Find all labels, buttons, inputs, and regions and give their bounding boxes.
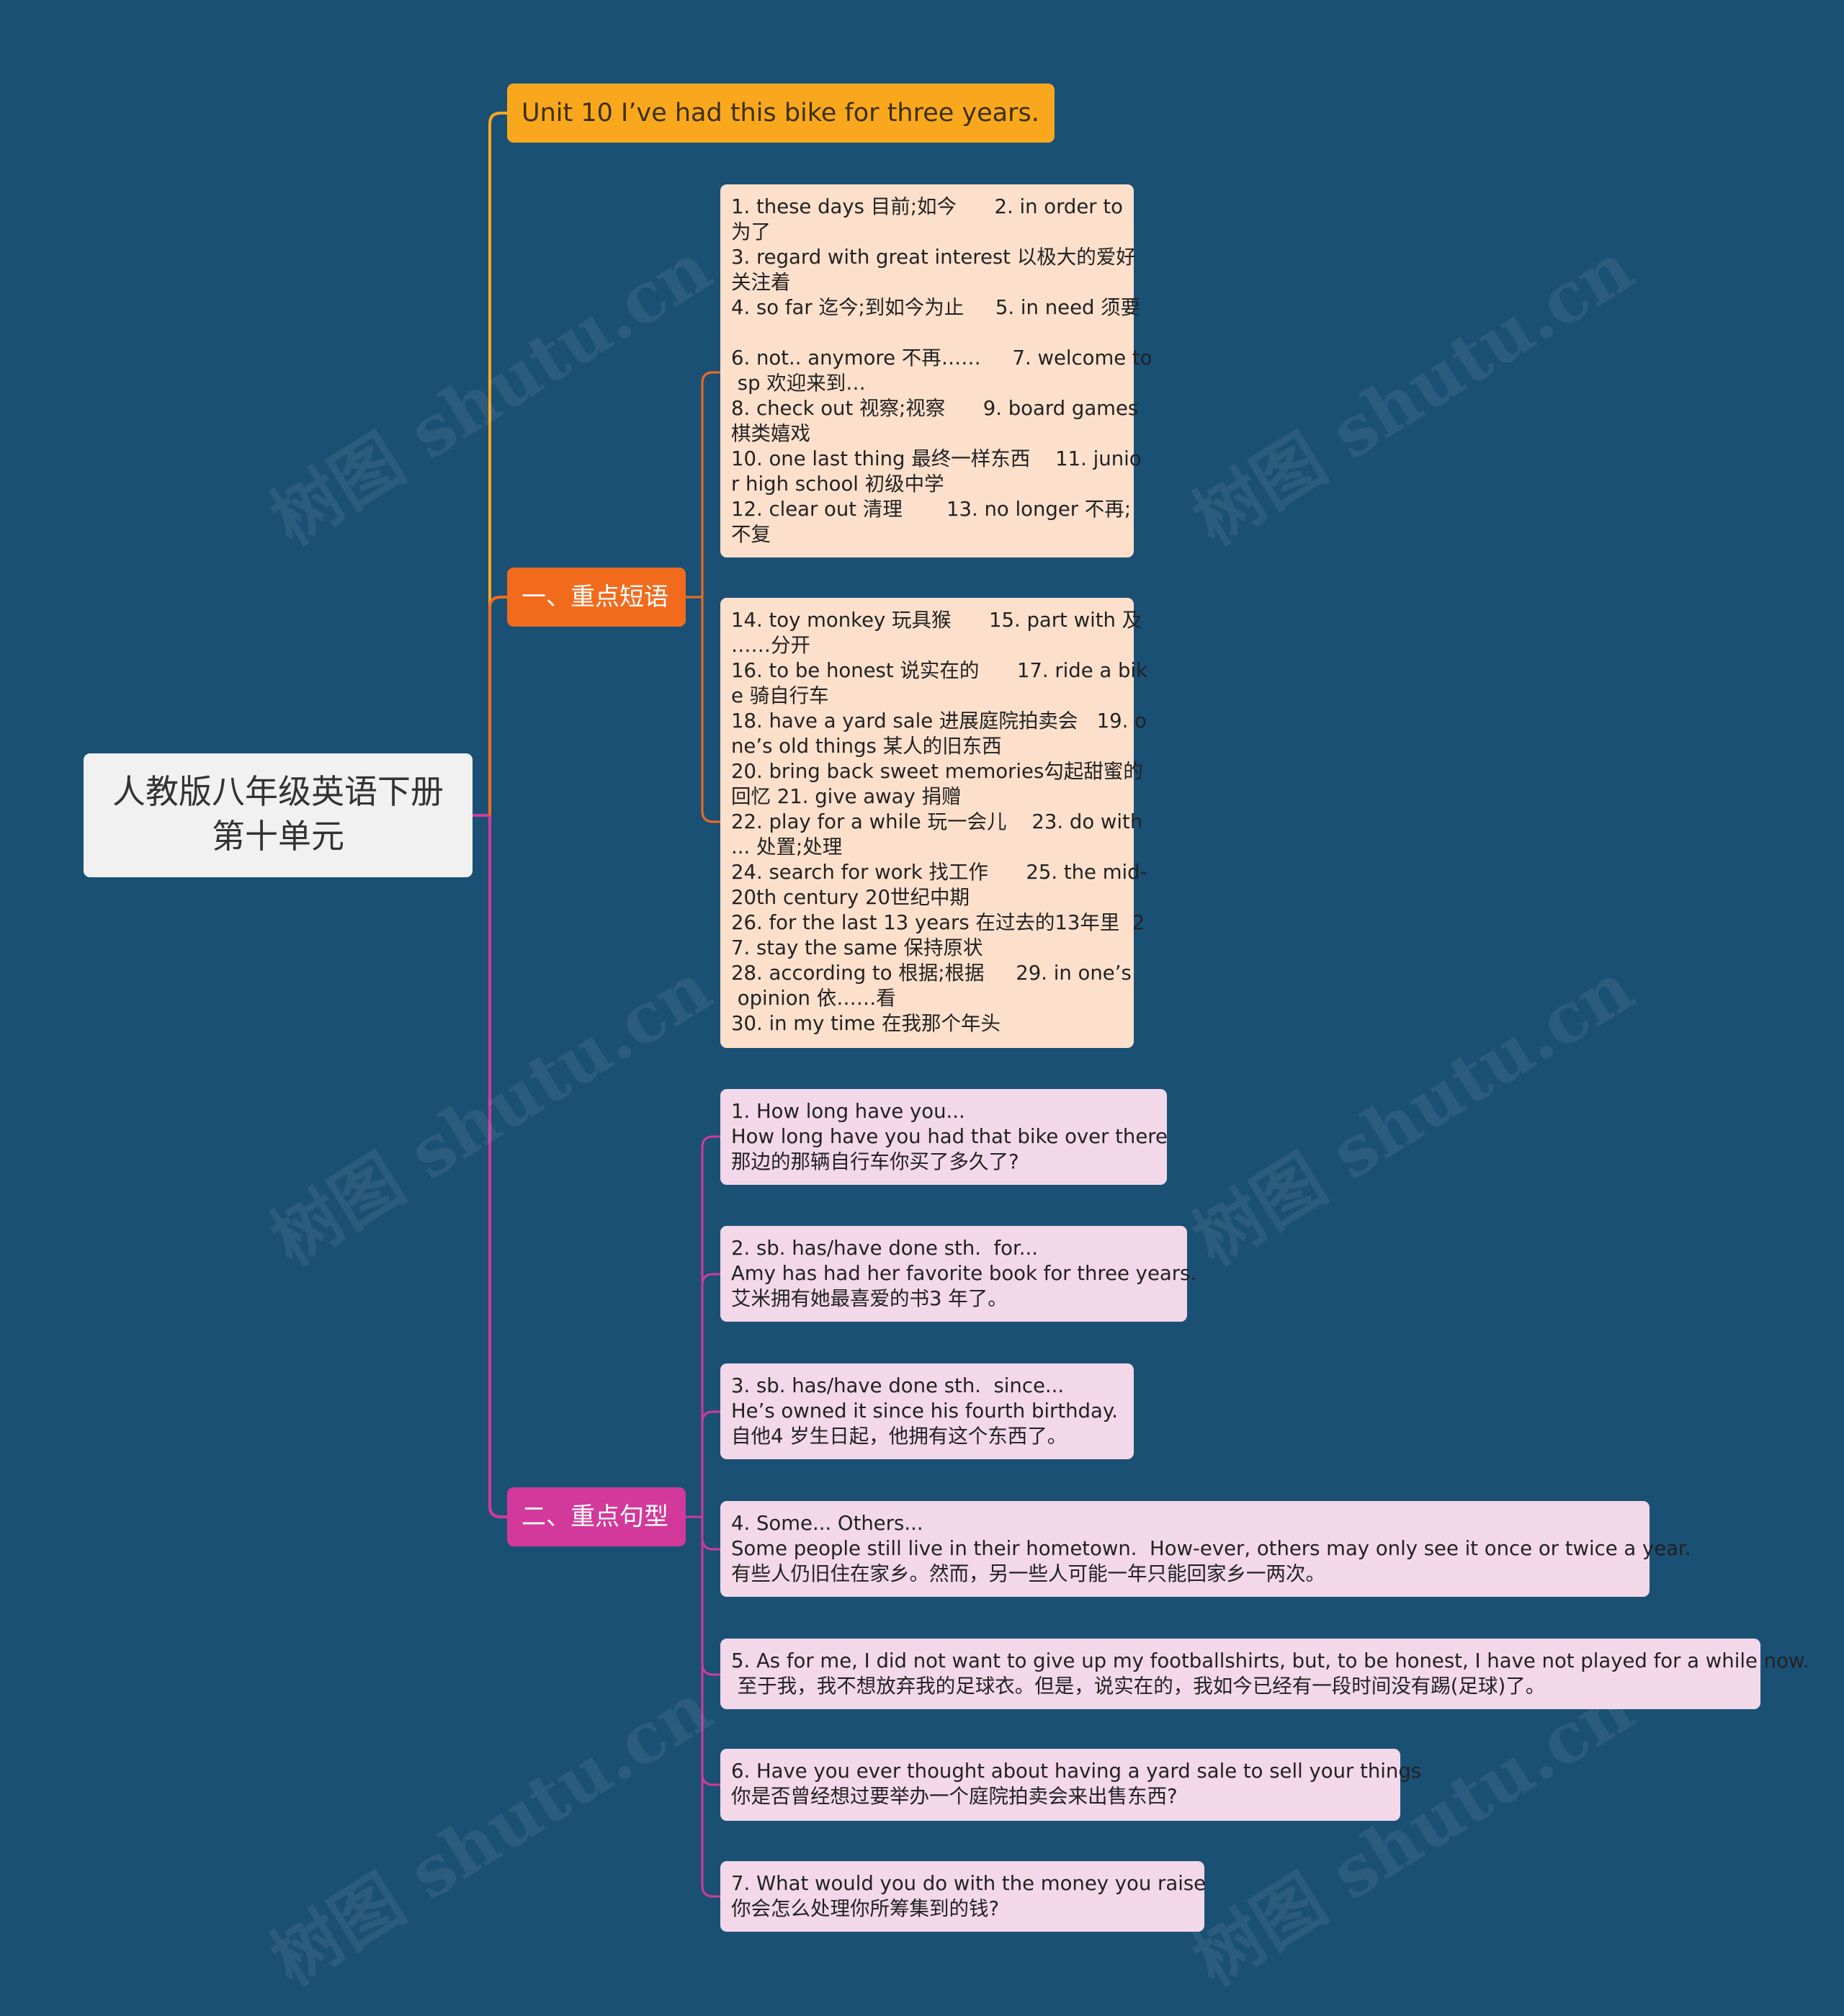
sentence-leaf-3[interactable]: 3. sb. has/have done sth. since...He’s o… <box>720 1363 1134 1459</box>
leaf-text-line: 6. not.. anymore 不再…… 7. welcome to <box>731 346 1152 369</box>
leaf-text-line: 22. play for a while 玩一会儿 23. do with <box>731 810 1143 833</box>
sentence-leaf-connector-5 <box>701 1517 720 1676</box>
leaf-text-line: 7. What would you do with the money you … <box>731 1872 1207 1895</box>
leaf-text-line: 自他4 岁生日起，他拥有这个东西了。 <box>731 1425 1068 1448</box>
leaf-text-line: 18. have a yard sale 进展庭院拍卖会 19. o <box>731 709 1147 733</box>
leaf-text-line: r high school 初级中学 <box>731 472 944 496</box>
leaf-text-line: 3. sb. has/have done sth. since... <box>731 1374 1065 1397</box>
sentence-leaf-connector-2 <box>701 1273 720 1517</box>
leaf-text-line: Some people still live in their hometown… <box>731 1537 1691 1560</box>
title-connector <box>488 112 507 815</box>
branch-key-phrases[interactable]: 一、重点短语 <box>507 568 686 627</box>
leaf-text-line <box>731 321 1123 346</box>
leaf-text-line: 8. check out 视察;视察 9. board games <box>731 397 1139 420</box>
leaf-text-line: How long have you had that bike over the… <box>731 1125 1168 1148</box>
sentence-leaf-connector-1 <box>701 1135 720 1517</box>
leaf-text-line: 7. stay the same 保持原状 <box>731 936 983 959</box>
leaf-text-line: 20. bring back sweet memories勾起甜蜜的 <box>731 760 1143 783</box>
leaf-text-line: e 骑自行车 <box>731 684 829 707</box>
leaf-text-line: 1. How long have you... <box>731 1100 965 1123</box>
leaf-text-line: 6. Have you ever thought about having a … <box>731 1760 1422 1783</box>
leaf-text-line: 至于我，我不想放弃我的足球衣。但是，说实在的，我如今已经有一段时间没有踢(足球)… <box>731 1675 1546 1698</box>
leaf-text-line: 24. search for work 找工作 25. the mid- <box>731 861 1147 884</box>
leaf-text-line: sp 欢迎来到… <box>731 372 866 395</box>
phrase-leaf-connector-1 <box>686 371 720 599</box>
branch1-connector <box>488 596 507 815</box>
leaf-text-line: 5. As for me, I did not want to give up … <box>731 1649 1809 1672</box>
sentence-leaf-connector-3 <box>701 1410 720 1517</box>
leaf-text-line: 30. in my time 在我那个年头 <box>731 1012 1001 1035</box>
leaf-text-line: 那边的那辆自行车你买了多久了? <box>731 1150 1019 1173</box>
leaf-text-line: 10. one last thing 最终一样东西 11. junio <box>731 447 1142 470</box>
leaf-text-line: 你是否曾经想过要举办一个庭院拍卖会来出售东西? <box>731 1785 1178 1808</box>
leaf-text-line: opinion 依……看 <box>731 987 896 1010</box>
sentence-leaf-4[interactable]: 4. Some... Others...Some people still li… <box>720 1501 1691 1597</box>
leaf-text-line: 回忆 21. give away 捐赠 <box>731 785 962 808</box>
leaf-text-line: 20th century 20世纪中期 <box>731 886 970 909</box>
leaf-text-line: 为了 <box>731 220 771 243</box>
leaf-text-line: 26. for the last 13 years 在过去的13年里 2 <box>731 911 1145 934</box>
sentence-leaf-1[interactable]: 1. How long have you...How long have you… <box>720 1089 1168 1185</box>
leaf-text-line: ne’s old things 某人的旧东西 <box>731 735 1002 758</box>
leaf-text-line: 艾米拥有她最喜爱的书3 年了。 <box>731 1287 1008 1310</box>
unit-title-node[interactable]: Unit 10 I’ve had this bike for three yea… <box>507 84 1055 143</box>
leaf-text-line: 16. to be honest 说实在的 17. ride a bik <box>731 659 1147 682</box>
leaf-text-line: He’s owned it since his fourth birthday. <box>731 1399 1118 1423</box>
root-node[interactable]: 人教版八年级英语下册 第十单元 <box>84 753 473 877</box>
sentence-leaf-6[interactable]: 6. Have you ever thought about having a … <box>720 1749 1422 1821</box>
leaf-text-line: 你会怎么处理你所筹集到的钱? <box>731 1897 1000 1920</box>
leaf-text-line: 12. clear out 清理 13. no longer 不再; <box>731 498 1132 521</box>
sentence-leaf-5[interactable]: 5. As for me, I did not want to give up … <box>720 1639 1809 1709</box>
leaf-text-line: 28. according to 根据;根据 29. in one’s <box>731 962 1132 985</box>
leaf-text-line: 4. so far 迄今;到如今为止 5. in need 须要 <box>731 296 1141 319</box>
leaf-text-line: 4. Some... Others... <box>731 1512 923 1535</box>
root-line-2: 第十单元 <box>212 817 344 856</box>
branch-key-sentences[interactable]: 二、重点句型 <box>507 1487 686 1546</box>
leaf-text-line: 1. these days 目前;如今 2. in order to <box>731 195 1123 218</box>
root-line-1: 人教版八年级英语下册 <box>112 772 444 811</box>
leaf-text-line: 不复 <box>731 523 771 546</box>
leaf-text-line: ... 处置;处理 <box>731 835 843 859</box>
branch2-connector <box>488 815 507 1518</box>
leaf-text-line: ……分开 <box>731 634 810 657</box>
sentence-leaf-connector-4 <box>701 1517 720 1551</box>
leaf-text-line: 2. sb. has/have done sth. for... <box>731 1237 1038 1260</box>
leaf-text-line: 有些人仍旧住在家乡。然而，另一些人可能一年只能回家乡一两次。 <box>731 1562 1325 1585</box>
leaf-text-line: 3. regard with great interest 以极大的爱好 <box>731 246 1136 269</box>
leaf-text-line: 关注着 <box>731 271 791 294</box>
sentence-leaf-2[interactable]: 2. sb. has/have done sth. for...Amy has … <box>720 1226 1197 1322</box>
leaf-text-line: 棋类嬉戏 <box>731 422 810 445</box>
leaf-text-line: 14. toy monkey 玩具猴 15. part with 及 <box>731 609 1142 632</box>
sentence-leaf-connector-7 <box>701 1517 720 1898</box>
phrase-leaf-connector-2 <box>701 597 720 823</box>
leaf-text-line: Amy has had her favorite book for three … <box>731 1262 1197 1285</box>
sentence-leaf-7[interactable]: 7. What would you do with the money you … <box>720 1861 1207 1932</box>
